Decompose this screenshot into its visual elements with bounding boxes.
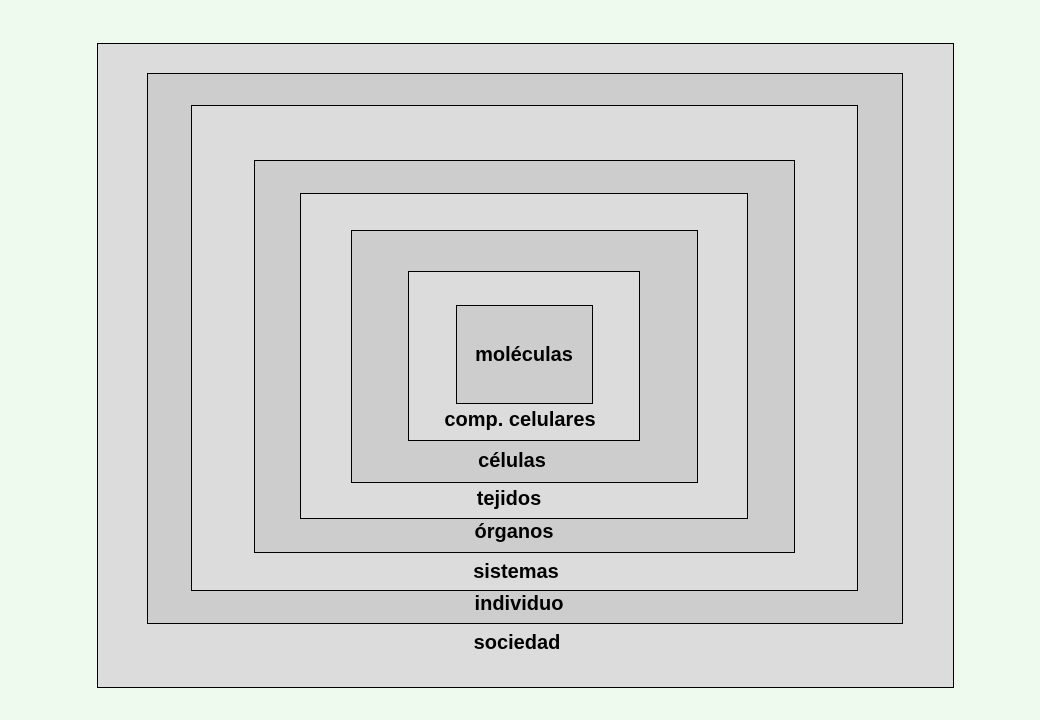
label-tejidos: tejidos xyxy=(476,488,542,510)
label-sistemas: sistemas xyxy=(473,561,559,583)
label-celulas: células xyxy=(478,450,546,472)
label-individuo: individuo xyxy=(474,593,564,615)
label-sociedad: sociedad xyxy=(473,632,561,654)
label-comp-celulares: comp. celulares xyxy=(444,409,596,431)
label-organos: órganos xyxy=(474,521,554,543)
label-moleculas: moléculas xyxy=(475,344,573,366)
level-moleculas-box xyxy=(456,305,593,404)
